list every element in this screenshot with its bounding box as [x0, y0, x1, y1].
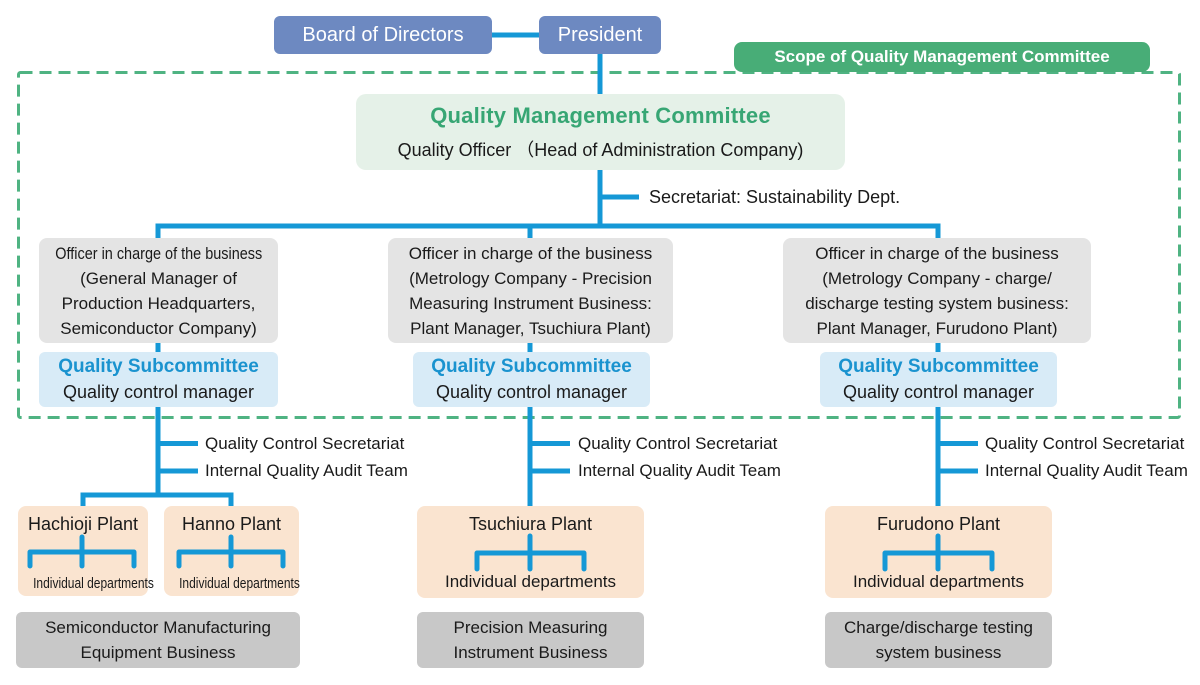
plant-node-furudono: Furudono Plant Individual departments: [825, 506, 1052, 598]
business-line: Instrument Business: [453, 643, 608, 662]
plant-node-tsuchiura: Tsuchiura Plant Individual departments: [417, 506, 644, 598]
individual-departments-label: Individual departments: [444, 572, 617, 591]
officer-line: discharge testing system business:: [805, 293, 1069, 313]
scope-label-text: Scope of Quality Management Committee: [774, 47, 1110, 66]
subcommittee-manager: Quality control manager: [842, 382, 1035, 402]
officer-line: (Metrology Company - charge/: [822, 268, 1052, 288]
business-node-charge-discharge: Charge/discharge testing system business: [825, 612, 1052, 668]
secretariat-label: Secretariat: Sustainability Dept.: [649, 186, 901, 207]
officer-line: Plant Manager, Furudono Plant): [816, 318, 1058, 338]
officer-line: Measuring Instrument Business:: [409, 293, 652, 313]
committee-subtitle: Quality Officer （Head of Administration …: [397, 139, 804, 160]
business-node-semiconductor: Semiconductor Manufacturing Equipment Bu…: [16, 612, 300, 668]
officer-line: Officer in charge of the business: [408, 243, 653, 263]
officer-line: Plant Manager, Tsuchiura Plant): [410, 318, 651, 338]
officer-node-semiconductor: Officer in charge of the business (Gener…: [39, 238, 278, 343]
plant-name: Tsuchiura Plant: [468, 514, 593, 534]
officer-line: (Metrology Company - Precision: [409, 268, 652, 288]
business-line: Equipment Business: [80, 643, 236, 662]
plant-name: Hachioji Plant: [27, 514, 139, 534]
president-node: President: [539, 16, 661, 54]
scope-label: Scope of Quality Management Committee: [734, 42, 1150, 72]
officer-node-tsuchiura: Officer in charge of the business (Metro…: [388, 238, 673, 343]
committee-title: Quality Management Committee: [430, 102, 771, 128]
individual-departments-label: Individual departments: [179, 575, 300, 592]
officer-line: Production Headquarters,: [61, 293, 256, 313]
business-line: Precision Measuring: [453, 618, 608, 637]
board-of-directors-label: Board of Directors: [302, 23, 464, 46]
plant-node-hanno: Hanno Plant Individual departments: [164, 506, 300, 596]
president-label: President: [557, 23, 643, 46]
plant-node-hachioji: Hachioji Plant Individual departments: [18, 506, 154, 596]
internal-quality-audit-team-label: Internal Quality Audit Team: [985, 460, 1188, 480]
plant-name: Hanno Plant: [181, 514, 282, 534]
officer-node-furudono: Officer in charge of the business (Metro…: [783, 238, 1091, 343]
internal-quality-audit-team-label: Internal Quality Audit Team: [578, 460, 781, 480]
business-node-precision: Precision Measuring Instrument Business: [417, 612, 644, 668]
individual-departments-label: Individual departments: [33, 575, 154, 592]
officer-line: Officer in charge of the business: [55, 243, 262, 263]
subcommittee-title: Quality Subcommittee: [431, 356, 632, 377]
business-line: system business: [875, 643, 1002, 662]
business-line: Semiconductor Manufacturing: [45, 618, 271, 637]
subcommittee-manager: Quality control manager: [435, 382, 628, 402]
subcommittee-title: Quality Subcommittee: [838, 356, 1039, 377]
business-line: Charge/discharge testing: [843, 618, 1033, 637]
quality-subcommittee-left: Quality Subcommittee Quality control man…: [39, 352, 278, 407]
quality-control-secretariat-label: Quality Control Secretariat: [985, 433, 1185, 453]
quality-subcommittee-middle: Quality Subcommittee Quality control man…: [413, 352, 650, 407]
officer-line: Officer in charge of the business: [815, 243, 1059, 263]
plant-name: Furudono Plant: [876, 514, 1001, 534]
internal-quality-audit-team-label: Internal Quality Audit Team: [205, 460, 408, 480]
subcommittee-manager: Quality control manager: [62, 382, 255, 402]
board-of-directors-node: Board of Directors: [274, 16, 492, 54]
officer-line: (General Manager of: [80, 268, 237, 288]
quality-subcommittee-right: Quality Subcommittee Quality control man…: [820, 352, 1057, 407]
quality-control-secretariat-label: Quality Control Secretariat: [205, 433, 405, 453]
quality-control-secretariat-label: Quality Control Secretariat: [578, 433, 778, 453]
officer-line: Semiconductor Company): [60, 318, 257, 338]
quality-management-committee-node: Quality Management Committee Quality Off…: [356, 94, 845, 170]
subcommittee-title: Quality Subcommittee: [58, 356, 259, 377]
individual-departments-label: Individual departments: [852, 572, 1025, 591]
